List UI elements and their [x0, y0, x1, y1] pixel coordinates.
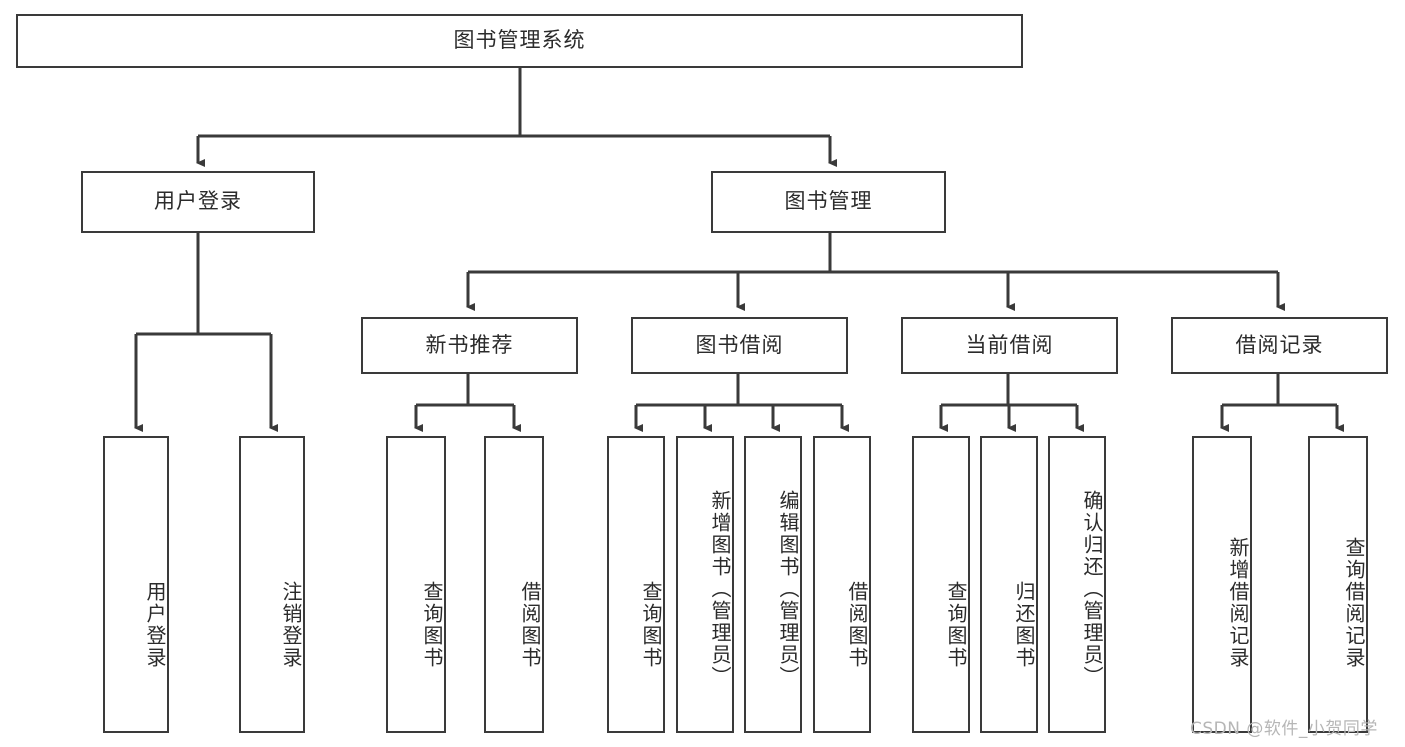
leaf-logout-login-label: 注销登录: [279, 580, 303, 669]
csdn-watermark: CSDN @软件_小贺同学: [1190, 719, 1378, 739]
leaf-query-record[interactable]: 查询借阅记录: [1308, 436, 1368, 733]
leaf-borrow-book-2-label: 借阅图书: [845, 580, 869, 669]
leaf-query-book-2[interactable]: 查询图书: [607, 436, 665, 733]
leaf-borrow-book-2[interactable]: 借阅图书: [813, 436, 871, 733]
leaf-edit-book[interactable]: 编辑图书（管理员）: [744, 436, 802, 733]
leaf-add-record[interactable]: 新增借阅记录: [1192, 436, 1252, 733]
node-new-book-recommend-label: 新书推荐: [425, 332, 514, 357]
leaf-query-book-2-label: 查询图书: [639, 580, 663, 669]
node-current-borrow-label: 当前借阅: [965, 332, 1054, 357]
leaf-add-book[interactable]: 新增图书（管理员）: [676, 436, 734, 733]
node-new-book-recommend[interactable]: 新书推荐: [361, 317, 578, 374]
leaf-logout-login[interactable]: 注销登录: [239, 436, 305, 733]
node-book-borrow[interactable]: 图书借阅: [631, 317, 848, 374]
node-user-login[interactable]: 用户登录: [81, 171, 315, 233]
leaf-query-book-3[interactable]: 查询图书: [912, 436, 970, 733]
node-borrow-record-label: 借阅记录: [1235, 332, 1324, 357]
node-book-borrow-label: 图书借阅: [695, 332, 784, 357]
node-borrow-record[interactable]: 借阅记录: [1171, 317, 1388, 374]
leaf-confirm-return[interactable]: 确认归还（管理员）: [1048, 436, 1106, 733]
leaf-return-book-label: 归还图书: [1012, 580, 1036, 669]
leaf-borrow-book-1-label: 借阅图书: [518, 580, 542, 669]
leaf-query-book-3-label: 查询图书: [944, 580, 968, 669]
node-user-login-label: 用户登录: [154, 189, 242, 214]
leaf-query-record-label: 查询借阅记录: [1342, 536, 1366, 669]
node-current-borrow[interactable]: 当前借阅: [901, 317, 1118, 374]
leaf-query-book-1[interactable]: 查询图书: [386, 436, 446, 733]
leaf-return-book[interactable]: 归还图书: [980, 436, 1038, 733]
leaf-query-book-1-label: 查询图书: [420, 580, 444, 669]
leaf-edit-book-label: 编辑图书（管理员）: [776, 489, 800, 688]
leaf-borrow-book-1[interactable]: 借阅图书: [484, 436, 544, 733]
node-root-label: 图书管理系统: [453, 28, 586, 53]
node-root[interactable]: 图书管理系统: [16, 14, 1023, 68]
leaf-user-login-label: 用户登录: [143, 580, 167, 669]
leaf-user-login[interactable]: 用户登录: [103, 436, 169, 733]
leaf-confirm-return-label: 确认归还（管理员）: [1080, 489, 1104, 688]
node-book-manage-label: 图书管理: [784, 189, 873, 214]
leaf-add-book-label: 新增图书（管理员）: [708, 489, 732, 688]
leaf-add-record-label: 新增借阅记录: [1226, 536, 1250, 669]
node-book-manage[interactable]: 图书管理: [711, 171, 946, 233]
